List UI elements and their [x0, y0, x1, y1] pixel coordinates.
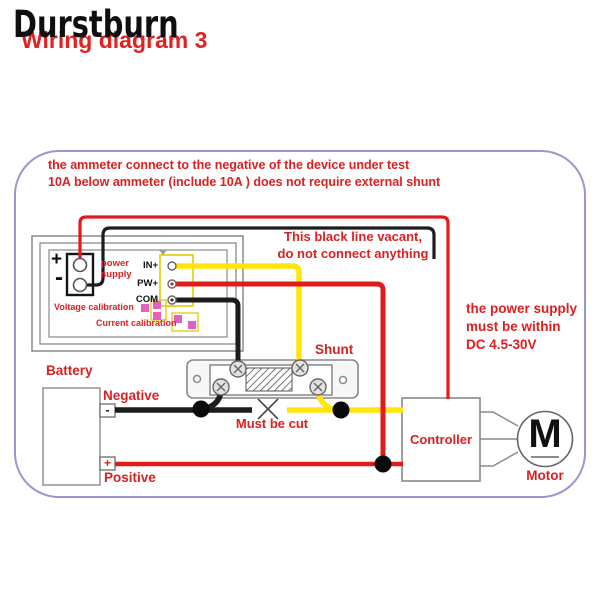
battery-label: Battery	[46, 363, 93, 378]
controller-label: Controller	[409, 432, 473, 447]
motor-symbol: M	[528, 412, 562, 456]
brand-logo: Durstburn	[13, 3, 179, 46]
wire-com-black	[172, 297, 241, 365]
shunt-label: Shunt	[315, 342, 354, 357]
shunt-component	[186, 359, 359, 399]
voltage-calibration-pads	[141, 299, 167, 321]
must-be-cut-label: Must be cut	[235, 416, 309, 431]
vacant-note-line1: This black line vacant,	[284, 229, 422, 244]
power-supply-label: power supply	[101, 258, 132, 280]
terminal-label-com: COM	[135, 294, 158, 305]
ammeter-note: the ammeter connect to the negative of t…	[48, 157, 440, 191]
terminal-label-pw-plus: PW+	[137, 278, 158, 289]
shunt-screws	[212, 359, 327, 396]
junction-dots	[192, 400, 392, 473]
ammeter-note-line1: the ammeter connect to the negative of t…	[48, 158, 410, 172]
psu-note-line2: must be within	[466, 319, 561, 334]
motor-label: Motor	[526, 468, 564, 483]
psu-note-line3: DC 4.5-30V	[466, 337, 537, 352]
vacant-note-line2: do not connect anything	[277, 245, 429, 261]
wire-vacant-black	[82, 226, 436, 287]
negative-label: Negative	[103, 388, 160, 403]
voltage-calibration-label: Voltage calibration	[54, 302, 134, 312]
battery-minus-terminal-symbol: -	[105, 403, 110, 417]
diagram-title: Wiring diagram 3	[21, 27, 208, 53]
battery-plus-terminal-symbol: +	[103, 456, 111, 470]
current-calibration-label: Current calibration	[96, 318, 177, 328]
vacant-line-note: This black line vacant, do not connect a…	[264, 229, 442, 262]
wire-meter-plus-red	[78, 215, 450, 399]
wire-in-plus-yellow	[172, 263, 302, 364]
current-calibration-pads	[171, 312, 199, 332]
motor-component	[480, 410, 574, 468]
wire-pw-plus-red	[172, 281, 386, 463]
positive-label: Positive	[104, 470, 156, 485]
terminal-label-in-plus: IN+	[142, 260, 158, 271]
power-terminal-holes	[72, 257, 88, 293]
cut-mark	[257, 398, 279, 420]
meter-minus-symbol: -	[55, 264, 63, 291]
psu-note-line1: the power supply	[466, 301, 578, 316]
meter-plus-symbol: +	[51, 249, 63, 270]
controller-box	[401, 397, 481, 482]
connector-pins	[167, 261, 177, 305]
power-supply-note: the power supply must be within DC 4.5-3…	[466, 300, 577, 354]
ammeter-note-line2: 10A below ammeter (include 10A ) does no…	[48, 175, 441, 189]
